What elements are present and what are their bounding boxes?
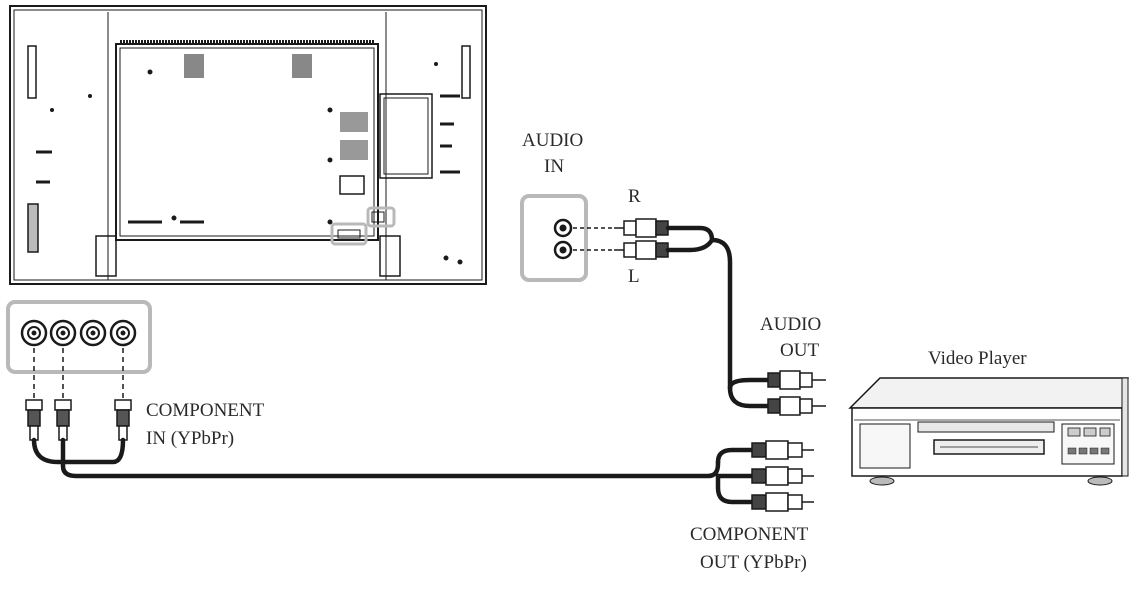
component-in-jack [20, 319, 48, 347]
audio-in-rca-plugs [614, 218, 669, 260]
component-cable [31, 437, 755, 505]
rca-plug [751, 440, 814, 460]
audio-out-label-line2: OUT [780, 340, 820, 361]
audio-port-highlight [366, 206, 396, 228]
component-in-jack [109, 319, 137, 347]
channel-l-label: L [628, 266, 640, 287]
bnc-plug [25, 399, 43, 441]
rca-plug-r [614, 218, 669, 238]
component-in-label-line1: COMPONENT [146, 400, 265, 421]
rca-plug-l [614, 240, 669, 260]
component-out-rca-plugs [751, 440, 814, 512]
audio-in-jack-panel [520, 194, 588, 282]
component-in-jack [79, 319, 107, 347]
component-in-label-line2: IN (YPbPr) [146, 428, 235, 449]
audio-in-jack-r [553, 218, 573, 238]
rca-plug [751, 466, 814, 486]
rca-plug [751, 492, 814, 512]
bnc-plug [54, 399, 72, 441]
audio-in-label-line1: AUDIO [522, 130, 584, 151]
rca-plug [767, 396, 826, 416]
video-player-device [848, 377, 1129, 486]
component-out-label-line2: OUT (YPbPr) [700, 552, 807, 573]
bnc-plug [114, 399, 132, 441]
channel-r-label: R [628, 186, 641, 207]
component-port-highlight [330, 222, 368, 246]
audio-cable [665, 225, 771, 409]
component-out-label-line1: COMPONENT [690, 524, 809, 545]
component-in-jack [49, 319, 77, 347]
rca-plug [767, 370, 826, 390]
audio-out-rca-plugs [767, 370, 826, 416]
monitor-rear-panel [9, 5, 487, 285]
audio-in-jack-l [553, 240, 573, 260]
video-player-label: Video Player [928, 348, 1027, 369]
audio-out-label-line1: AUDIO [760, 314, 822, 335]
audio-in-jacks [553, 218, 573, 260]
component-in-bnc-plugs [25, 399, 132, 441]
audio-in-label-line2: IN [544, 156, 565, 177]
component-in-jack-panel [6, 300, 152, 374]
component-in-jacks [20, 319, 137, 347]
